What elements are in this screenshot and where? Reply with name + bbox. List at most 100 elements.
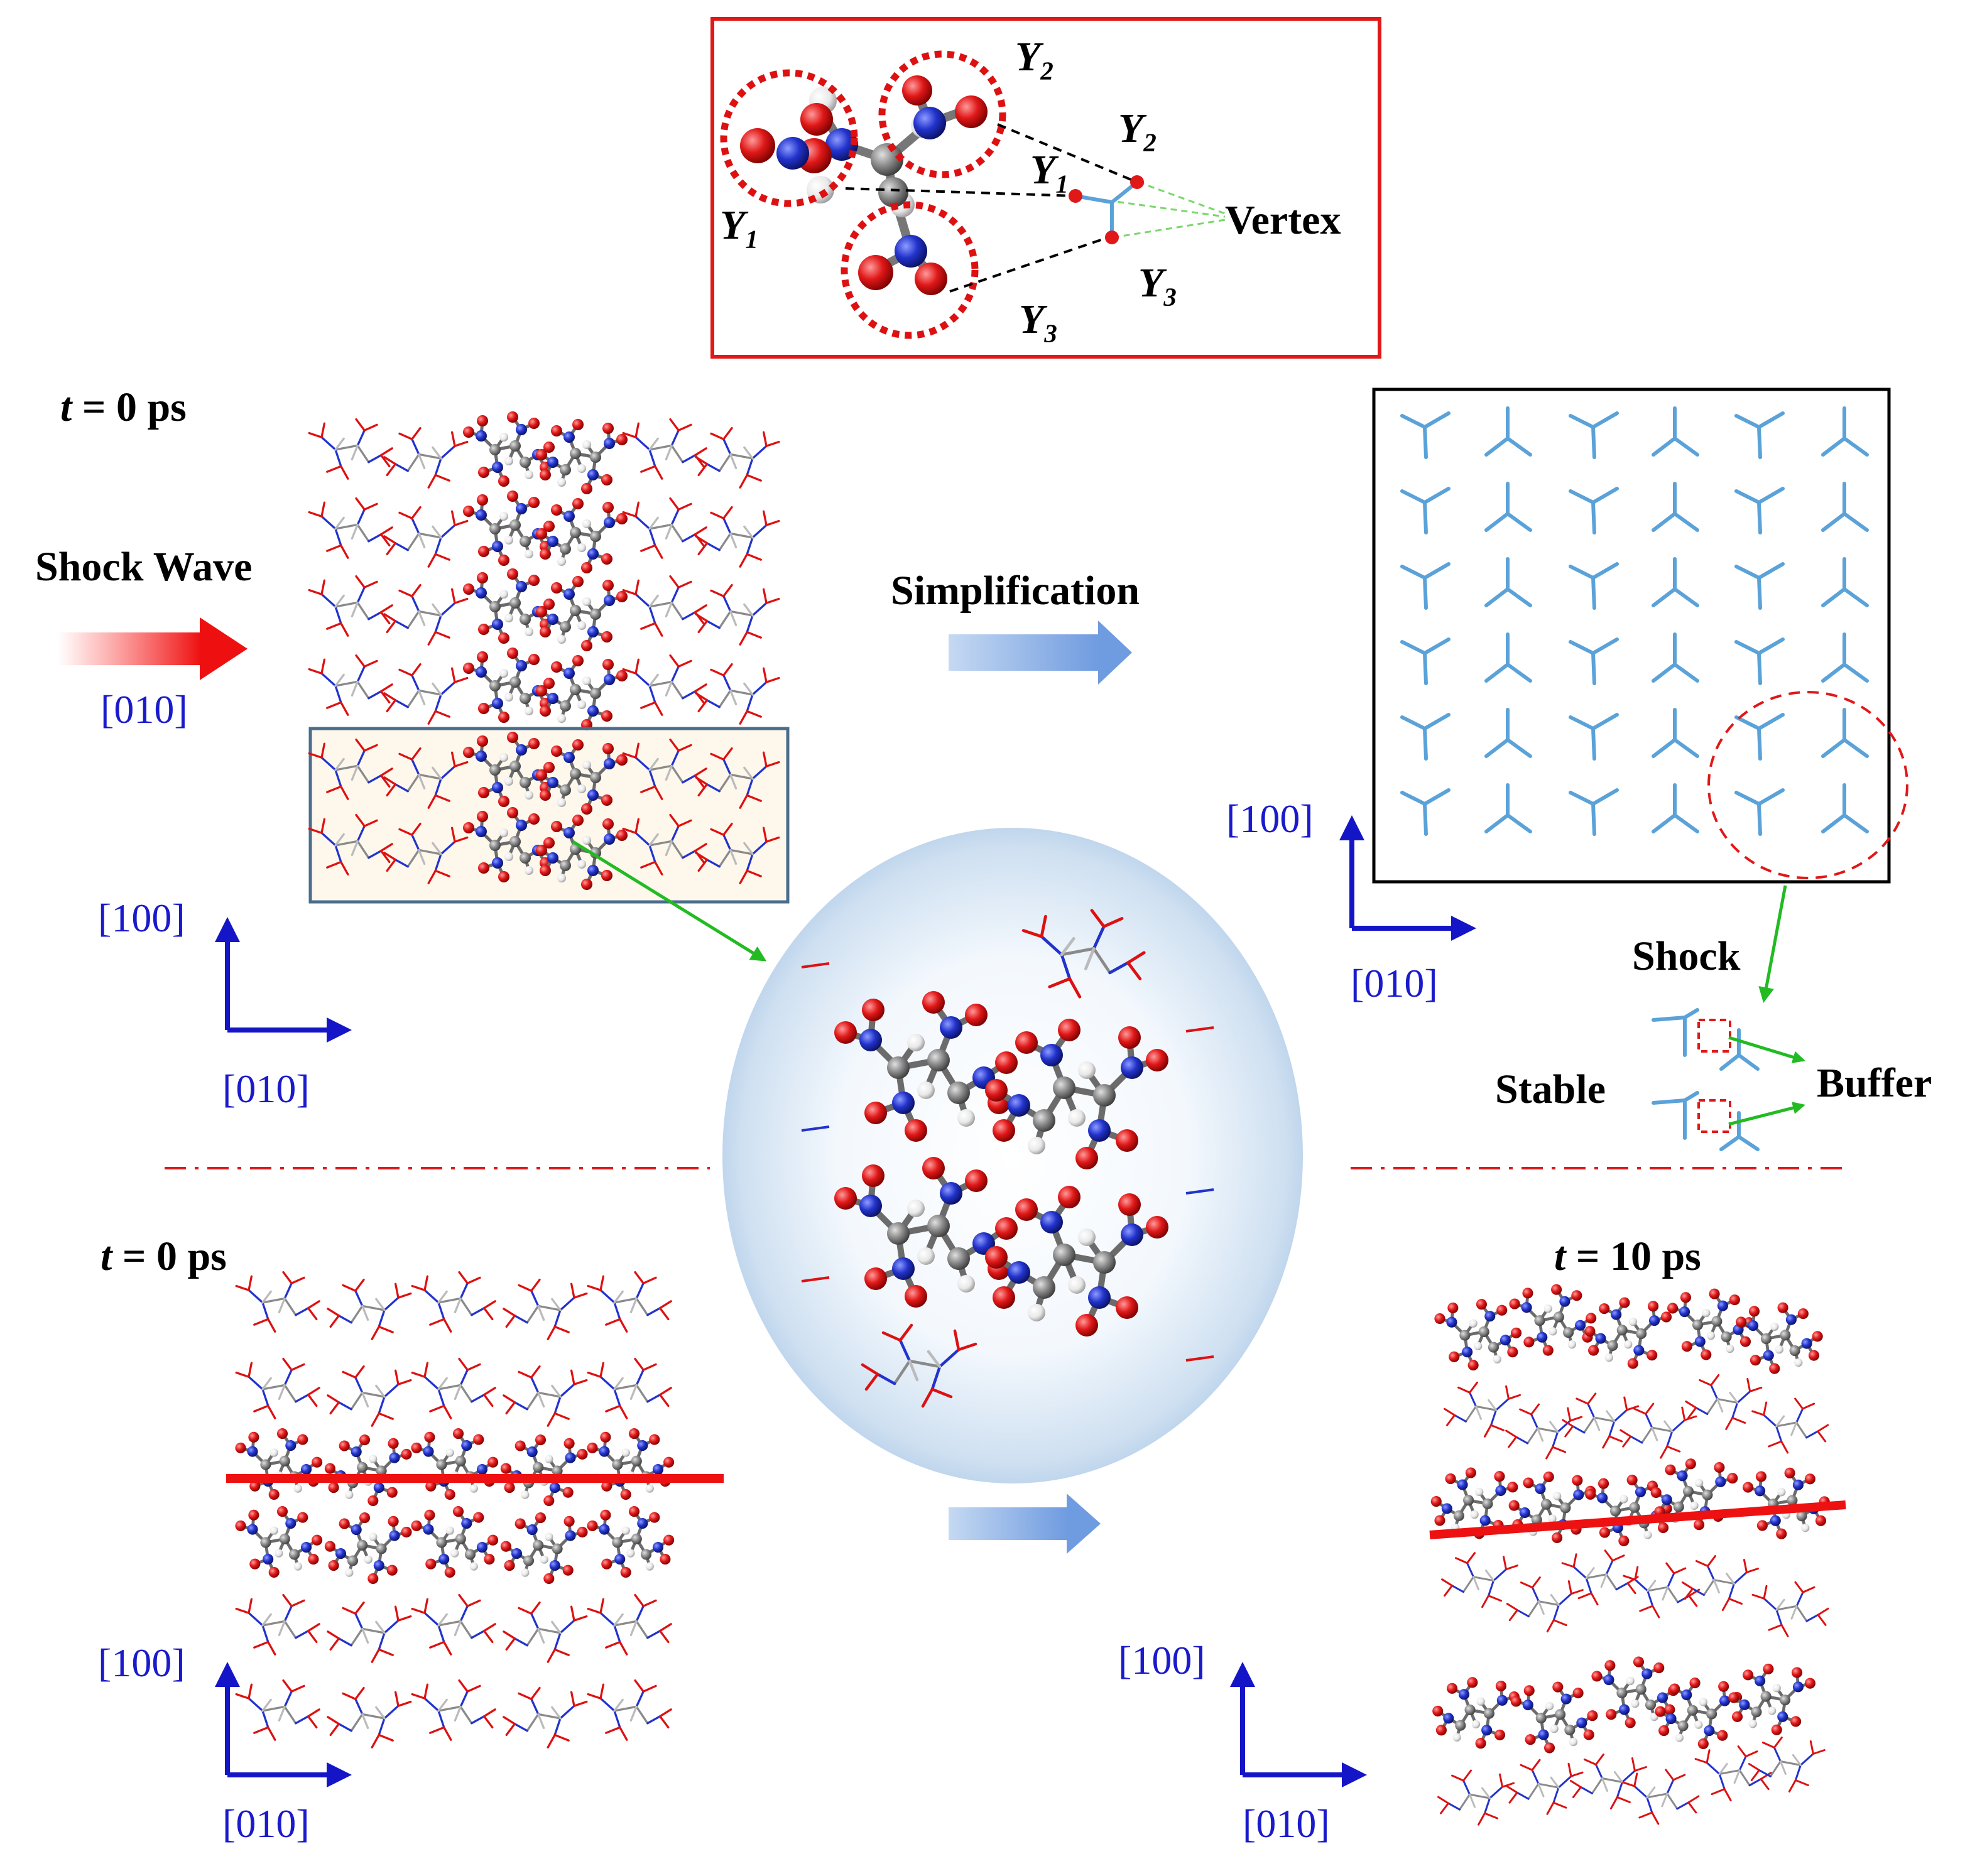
molecule (235, 1506, 323, 1578)
molecule (1437, 1769, 1515, 1826)
y-shape (1484, 557, 1532, 607)
deformed-crystal (1430, 1284, 1830, 1826)
molecule (587, 1357, 672, 1419)
buffer-gap-boxes (1697, 1019, 1731, 1133)
y-shape (1821, 708, 1869, 758)
molecule (622, 654, 707, 716)
shock-region-circle (1707, 691, 1908, 879)
y-shape (1734, 411, 1785, 459)
molecule (587, 1679, 672, 1741)
inset-label-y1-right: Y1 (1030, 147, 1069, 198)
molecule (308, 418, 393, 480)
axis-arrows (225, 839, 1452, 1777)
molecule (411, 1357, 496, 1419)
y-shape (1484, 632, 1532, 683)
inset-dashed-connectors (845, 123, 1138, 293)
pointer-to-buffer-detail (1758, 885, 1787, 1003)
molecule (327, 1278, 412, 1340)
y-shape (1569, 562, 1619, 610)
slip-plane-line-deformed (1429, 1500, 1846, 1539)
magnify-pointer-arrow (572, 840, 767, 962)
molecule (1505, 1403, 1583, 1460)
molecule (308, 575, 393, 637)
molecule (463, 807, 555, 882)
molecule (695, 506, 780, 568)
y-shape (1734, 562, 1785, 610)
axis-label-vertical-tl: [100] (98, 896, 185, 940)
molecule (463, 732, 555, 807)
molecule (235, 1357, 320, 1419)
molecule (1430, 1467, 1518, 1539)
inset-label-vertex: Vertex (1225, 197, 1341, 243)
axis-label-vertical-br: [100] (1118, 1638, 1206, 1683)
molecule (1694, 1745, 1772, 1802)
molecule (500, 1434, 588, 1507)
y-shape (1400, 788, 1451, 836)
y-shape (1569, 788, 1619, 836)
y-shape (1400, 713, 1451, 761)
y-shape (1569, 713, 1619, 761)
y-shape (1569, 411, 1619, 459)
molecule (308, 738, 393, 800)
molecule (235, 1593, 320, 1656)
molecule (1510, 1681, 1598, 1754)
axis-label-horizontal-br: [010] (1243, 1801, 1330, 1846)
molecule (587, 1593, 672, 1656)
molecule (411, 1271, 496, 1333)
molecule (1728, 1663, 1815, 1735)
molecule (503, 1601, 588, 1663)
molecule (383, 747, 469, 809)
molecule (383, 663, 469, 725)
molecule (383, 506, 469, 568)
axis-label-horizontal-bl: [010] (222, 1801, 310, 1846)
molecule (536, 419, 628, 494)
inset-label-y2-right: Y2 (1118, 106, 1157, 157)
molecule (985, 1019, 1168, 1169)
molecule (1751, 1397, 1829, 1454)
y-shape (1652, 708, 1699, 758)
axis-label-horizontal-tr: [010] (1351, 961, 1438, 1006)
y-shape (1821, 406, 1869, 457)
inset-label-y1-left: Y1 (720, 202, 758, 254)
molecule (324, 1512, 412, 1585)
molecule (411, 1506, 499, 1578)
y-shape (1569, 637, 1619, 685)
molecule (235, 1271, 320, 1333)
inset-molecule (720, 50, 1006, 339)
molecule (1584, 1297, 1672, 1369)
molecule (1506, 1576, 1584, 1633)
y-shape (1484, 708, 1532, 758)
inset-label-y3-right: Y3 (1138, 260, 1177, 312)
molecule (411, 1679, 496, 1741)
y-shape (1734, 637, 1785, 685)
molecule (308, 813, 393, 876)
molecule (1509, 1284, 1597, 1356)
molecule (536, 739, 628, 815)
y-shape (1821, 783, 1869, 833)
molecule (327, 1365, 412, 1427)
magnified-molecules (801, 909, 1214, 1408)
time-label-top-left: t = 0 ps (60, 384, 187, 430)
molecule (587, 1271, 672, 1333)
simplification-arrow (949, 621, 1132, 685)
molecule (308, 497, 393, 559)
buffer-arrows (1728, 1036, 1805, 1126)
y-shape (1652, 406, 1699, 457)
molecule (503, 1365, 588, 1427)
molecule (308, 654, 393, 716)
molecule (587, 1428, 675, 1500)
axis-arrowheads (215, 815, 1476, 1787)
molecule (861, 1323, 977, 1408)
molecule (536, 498, 628, 573)
molecule (695, 747, 780, 809)
molecule (1432, 1677, 1520, 1749)
molecule (695, 583, 780, 646)
y-shape (1484, 783, 1532, 833)
molecule (383, 426, 469, 489)
molecule (1562, 1392, 1640, 1449)
molecule (695, 822, 780, 884)
molecule (324, 1434, 412, 1507)
y-shape (1821, 557, 1869, 607)
molecule (383, 583, 469, 646)
